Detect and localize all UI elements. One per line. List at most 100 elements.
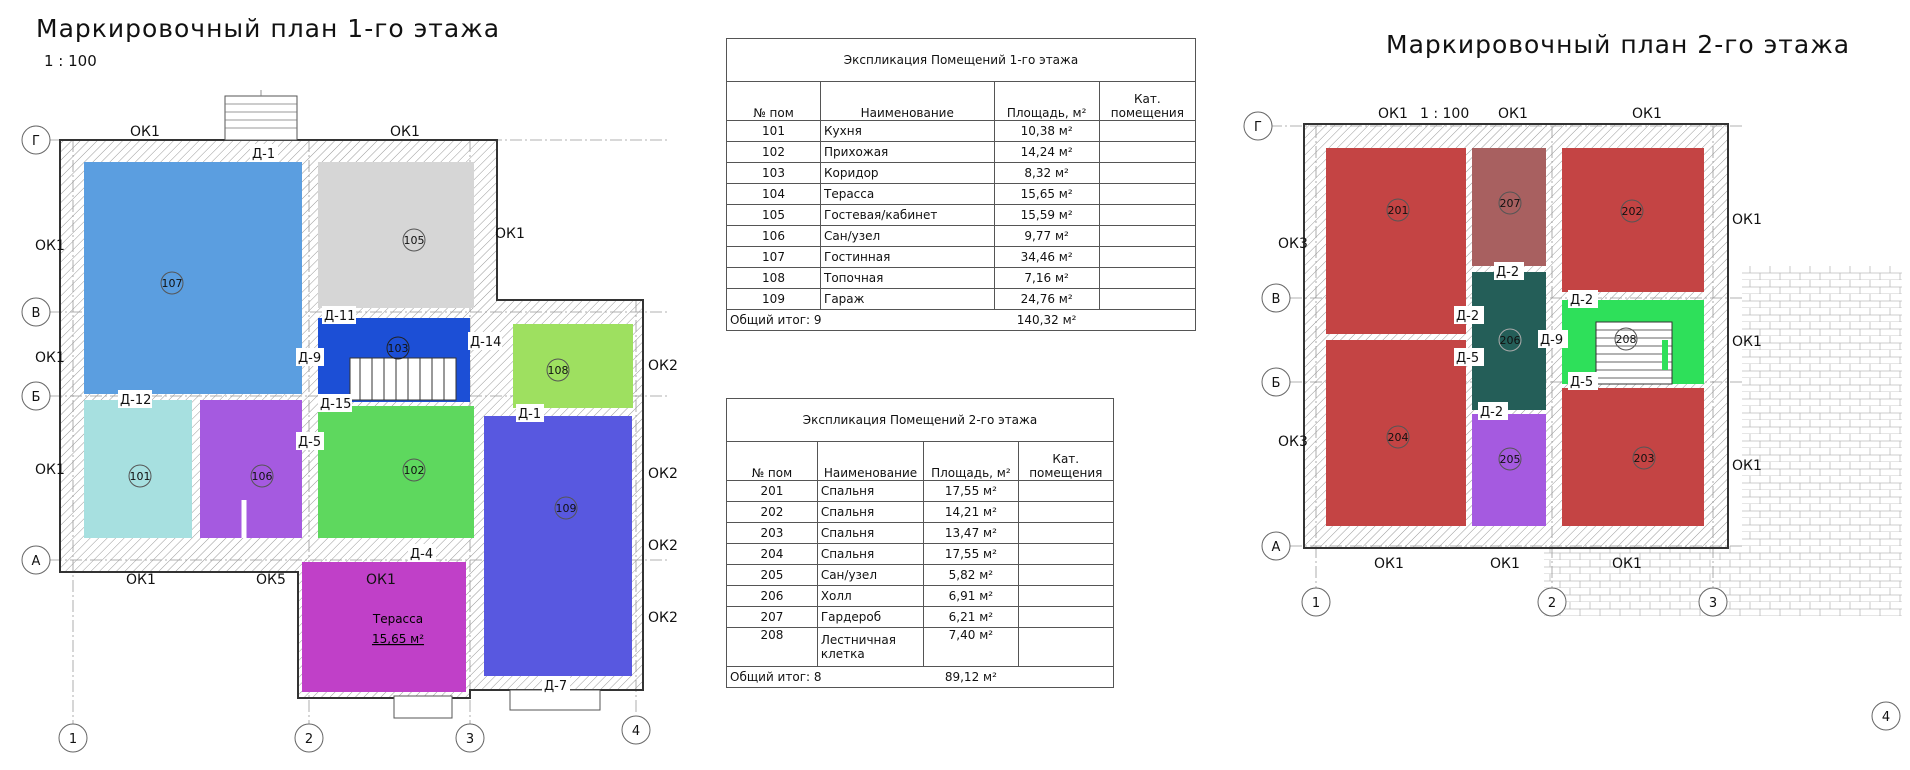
room-tag-204: 204 — [1388, 431, 1409, 444]
door-label: Д-1 — [518, 407, 541, 422]
window-label: ОК1 — [1374, 556, 1404, 572]
door-label: Д-5 — [298, 435, 321, 450]
door-label: Д-2 — [1570, 293, 1593, 308]
door-label: Д-7 — [544, 679, 567, 694]
table2-header: Кат. помещения — [1017, 441, 1115, 481]
axis-bubble: 1 — [69, 732, 77, 747]
room-204 — [1326, 340, 1466, 526]
window-label: ОК3 — [1278, 236, 1308, 252]
table2-header: Наименование — [816, 441, 925, 481]
window-label: ОК2 — [648, 538, 678, 554]
table2-header: № пом — [726, 441, 818, 481]
room-105 — [318, 162, 474, 308]
door-label: Д-9 — [1540, 333, 1563, 348]
room-102 — [318, 406, 474, 538]
window-label: ОК1 — [366, 572, 396, 588]
plan2-title: Маркировочный план 2-го этажа — [1386, 30, 1851, 59]
axis-bubble: В — [32, 306, 41, 321]
room-tag-109: 109 — [556, 502, 577, 515]
plan1-title: Маркировочный план 1-го этажа — [36, 14, 501, 43]
roof-area — [1742, 266, 1902, 616]
room-206 — [1472, 272, 1546, 410]
axis-bubble: А — [32, 554, 41, 569]
window-label: ОК2 — [648, 610, 678, 626]
door-label: Д-12 — [120, 393, 151, 408]
room-tag-102: 102 — [404, 464, 425, 477]
room-104 — [302, 562, 466, 692]
room-tag-201: 201 — [1388, 204, 1409, 217]
room-schedule-table-1: Экспликация Помещений 1-го этажа № пом Н… — [726, 38, 1197, 331]
window-label: ОК1 — [35, 462, 65, 478]
door-label: Д-2 — [1480, 405, 1503, 420]
door-label: Д-11 — [324, 309, 355, 324]
window-label: ОК1 — [1732, 334, 1762, 350]
room-107 — [84, 162, 302, 394]
axis-bubble: 2 — [1548, 596, 1556, 611]
plan2-scale: 1 : 100 — [1420, 106, 1469, 122]
axis-bubble: В — [1272, 292, 1281, 307]
window-label: ОК2 — [648, 466, 678, 482]
axis-bubble: Г — [1254, 120, 1262, 135]
axis-bubble: 1 — [1312, 596, 1320, 611]
window-label: ОК1 — [1732, 458, 1762, 474]
window-label: ОК1 — [35, 350, 65, 366]
window-label: ОК1 — [390, 124, 420, 140]
window-label: ОК3 — [1278, 434, 1308, 450]
room-tag-107: 107 — [162, 277, 183, 290]
room-tag-208: 208 — [1616, 333, 1637, 346]
terrace-area: 15,65 м² — [372, 632, 424, 646]
door-label: Д-5 — [1570, 375, 1593, 390]
table1-header: Наименование — [820, 81, 995, 121]
room-tag-101: 101 — [130, 470, 151, 483]
room-schedule-table-2: Экспликация Помещений 2-го этажа № пом Н… — [725, 398, 1115, 688]
axis-bubble: 3 — [466, 732, 474, 747]
room-tag-206: 206 — [1500, 334, 1521, 347]
axis-bubble: Б — [1272, 376, 1281, 391]
window-label: ОК1 — [495, 226, 525, 242]
room-tag-207: 207 — [1500, 197, 1521, 210]
window-label: ОК1 — [35, 238, 65, 254]
window-label: ОК1 — [1498, 106, 1528, 122]
axis-bubble: 4 — [632, 724, 640, 739]
floor-plan-2: 201 207 202 206 208 204 205 203 1 : 100 … — [1243, 106, 1902, 731]
window-label: ОК1 — [1490, 556, 1520, 572]
room-tag-105: 105 — [404, 234, 425, 247]
room-tag-205: 205 — [1500, 453, 1521, 466]
table1-header: Кат. помещения — [1098, 81, 1197, 121]
room-109 — [484, 416, 632, 676]
room-201 — [1326, 148, 1466, 334]
window-label: ОК1 — [1632, 106, 1662, 122]
axis-bubble: А — [1272, 540, 1281, 555]
room-106 — [200, 400, 302, 538]
room-tag-103: 103 — [388, 342, 409, 355]
table2-caption: Экспликация Помещений 2-го этажа — [726, 398, 1114, 442]
table1-header: Площадь, м² — [993, 81, 1100, 121]
door-label: Д-2 — [1496, 265, 1519, 280]
door-label: Д-15 — [320, 397, 351, 412]
terrace-label: Терасса — [372, 612, 423, 626]
door-label: Д-14 — [470, 335, 501, 350]
door-label: Д-4 — [410, 547, 433, 562]
room-108 — [513, 324, 633, 408]
table1-header: № пом — [726, 81, 821, 121]
room-101 — [84, 400, 192, 538]
window-label: ОК1 — [130, 124, 160, 140]
axis-bubble: Г — [32, 134, 40, 149]
room-207 — [1472, 148, 1546, 266]
window-label: ОК1 — [1612, 556, 1642, 572]
table2-header: Площадь, м² — [923, 441, 1019, 481]
floor-plan-1: 107 105 103 108 101 106 102 109 Терасса … — [21, 90, 678, 753]
axis-bubble: 4 — [1882, 710, 1890, 725]
